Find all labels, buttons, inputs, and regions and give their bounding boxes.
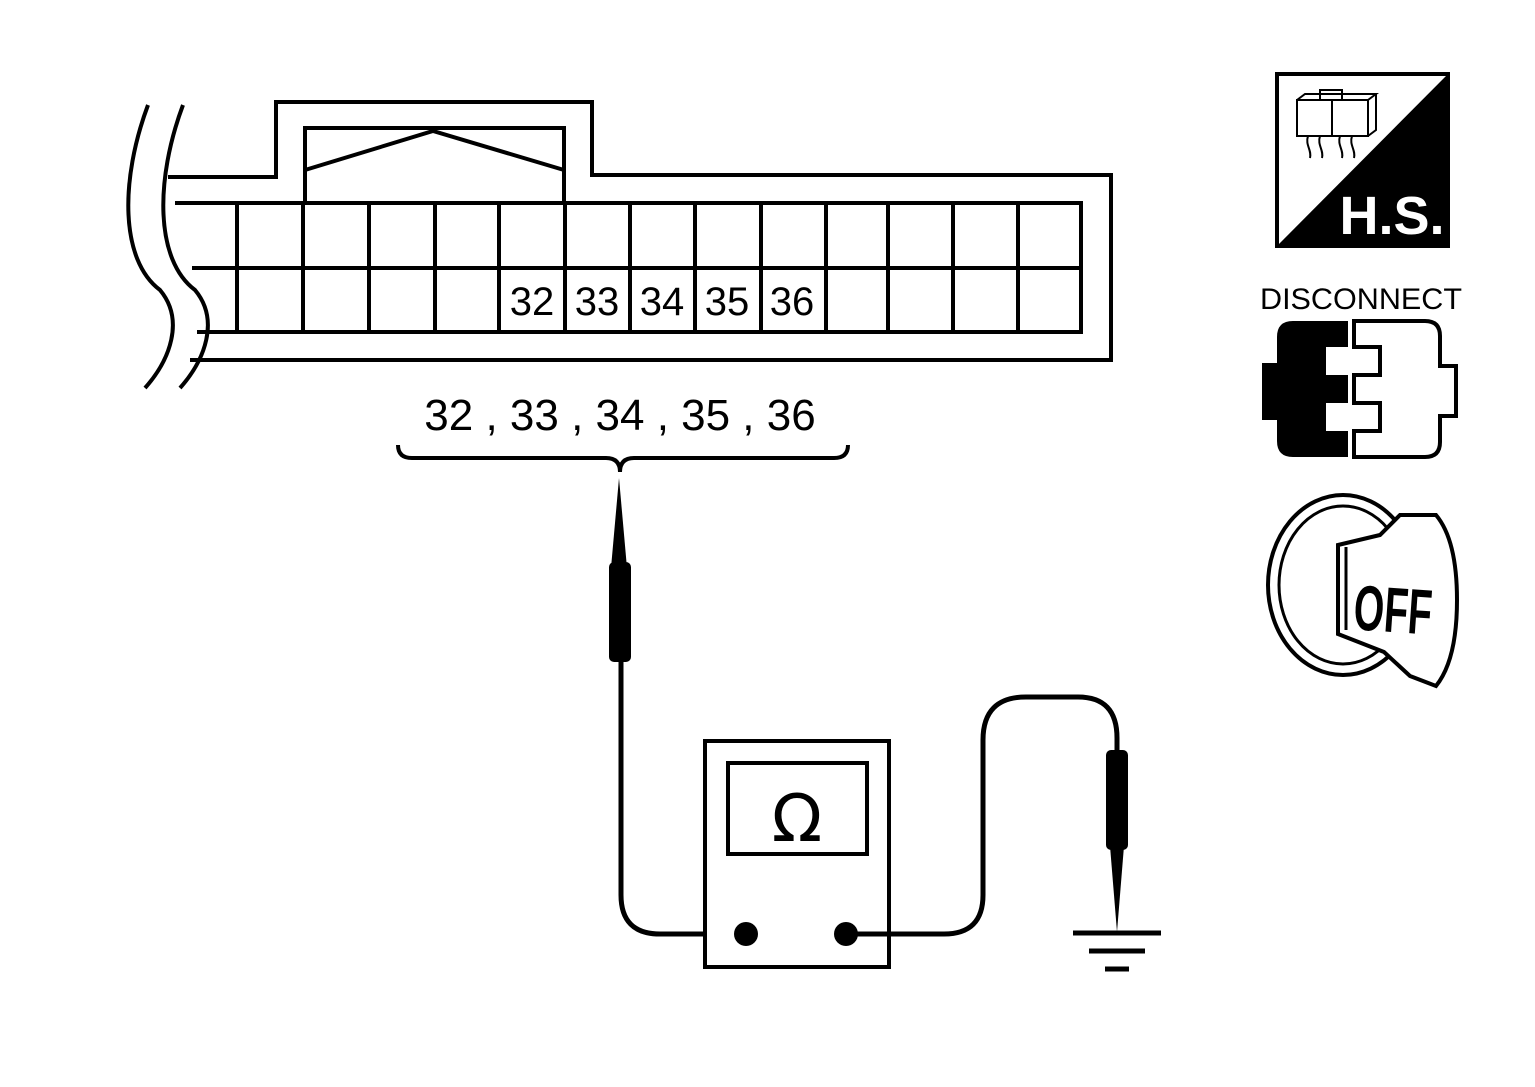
ground-icon <box>1073 930 1161 972</box>
harness-side-label: H.S. <box>1339 186 1444 246</box>
disconnect-plug-left <box>1262 321 1348 457</box>
connector-sketch-icon <box>1296 89 1379 159</box>
connector-break-line-outer <box>126 104 175 390</box>
connector-break-line-inner <box>161 104 210 390</box>
left-probe <box>609 478 746 937</box>
ohmmeter-terminal-left <box>734 922 758 946</box>
left-probe-handle <box>609 562 631 662</box>
connector-housing <box>168 100 1113 362</box>
pin-label-32: 32 <box>510 280 555 324</box>
pin-label-34: 34 <box>640 280 685 324</box>
disconnect-plug-right <box>1352 319 1458 459</box>
right-probe-tip <box>1110 846 1124 932</box>
left-probe-lead <box>618 660 746 937</box>
connector-latch-chevron <box>304 128 565 172</box>
connector <box>126 100 1113 390</box>
left-probe-tip <box>611 478 627 568</box>
right-probe-handle <box>1106 750 1128 850</box>
ohmmeter <box>703 739 891 969</box>
disconnect-label: DISCONNECT <box>1260 283 1462 316</box>
right-probe-lead <box>846 694 1120 937</box>
ignition-off-label: OFF <box>1352 571 1435 648</box>
pin-label-35: 35 <box>705 280 750 324</box>
harness-side-icon <box>1275 72 1450 248</box>
pin-label-33: 33 <box>575 280 620 324</box>
pin-label-36: 36 <box>770 280 815 324</box>
pins-caption: 32 , 33 , 34 , 35 , 36 <box>424 391 815 440</box>
right-probe <box>846 694 1128 937</box>
pins-brace <box>396 444 850 473</box>
connector-terminal-grid <box>175 201 1083 334</box>
disconnect-icon <box>1262 319 1458 459</box>
ignition-key <box>1336 513 1460 689</box>
ohm-symbol: Ω <box>772 780 822 857</box>
ohmmeter-display <box>726 761 869 856</box>
ignition-off-icon <box>1266 493 1460 689</box>
connector-latch <box>303 126 566 203</box>
